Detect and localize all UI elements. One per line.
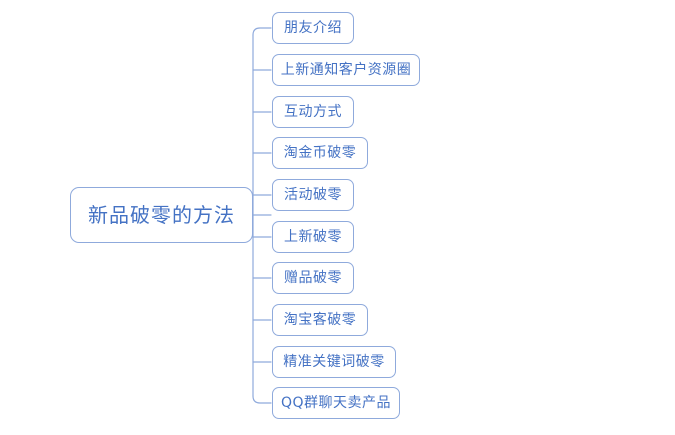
branch-node-10[interactable]: QQ群聊天卖产品 <box>272 387 400 419</box>
branch-node-label: 淘金币破零 <box>283 145 357 161</box>
root-node-label: 新品破零的方法 <box>88 203 235 227</box>
branch-node-1[interactable]: 朋友介绍 <box>272 12 354 44</box>
branch-node-6[interactable]: 上新破零 <box>272 221 354 253</box>
branch-node-label: 互动方式 <box>284 104 342 120</box>
branch-node-label: 活动破零 <box>284 187 342 203</box>
branch-node-9[interactable]: 精准关键词破零 <box>272 346 396 378</box>
branch-node-label: 精准关键词破零 <box>283 354 385 370</box>
branch-node-7[interactable]: 赠品破零 <box>272 262 354 294</box>
root-node[interactable]: 新品破零的方法 <box>70 187 253 243</box>
branch-node-label: 赠品破零 <box>284 270 342 286</box>
branch-node-5[interactable]: 活动破零 <box>272 179 354 211</box>
branch-node-label: 朋友介绍 <box>284 20 342 36</box>
branch-node-label: 淘宝客破零 <box>283 312 357 328</box>
branch-node-2[interactable]: 上新通知客户资源圈 <box>272 54 420 86</box>
branch-node-8[interactable]: 淘宝客破零 <box>272 304 368 336</box>
branch-node-label: QQ群聊天卖产品 <box>280 395 392 411</box>
branch-node-4[interactable]: 淘金币破零 <box>272 137 368 169</box>
branch-node-label: 上新通知客户资源圈 <box>280 62 412 78</box>
branch-node-label: 上新破零 <box>284 229 342 245</box>
branch-node-3[interactable]: 互动方式 <box>272 96 354 128</box>
